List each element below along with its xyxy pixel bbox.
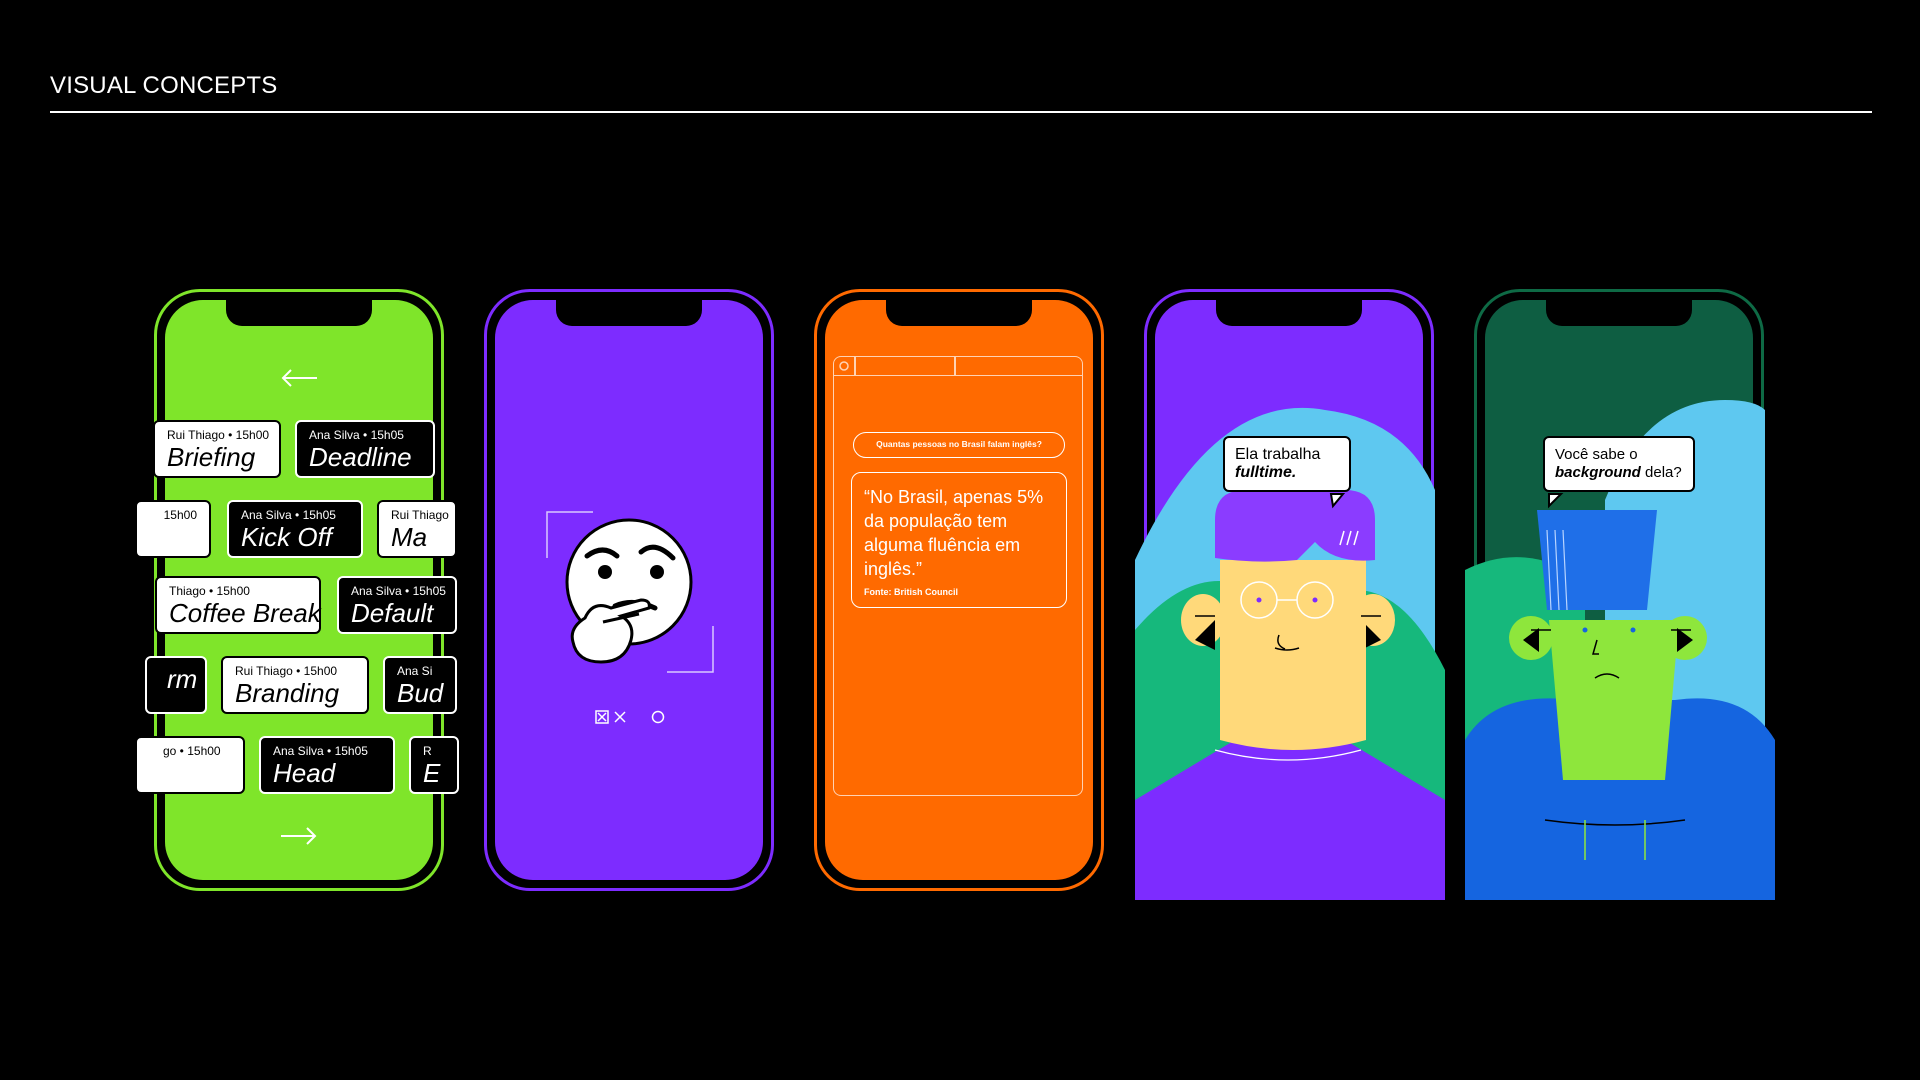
- bubble-emphasis: fulltime.: [1235, 464, 1297, 481]
- checkbox-x-icon[interactable]: [595, 710, 609, 724]
- speech-bubble-tail: [1548, 493, 1564, 509]
- chip-go: go • 15h00: [135, 736, 245, 794]
- phone-notch: [886, 300, 1032, 326]
- phone-notch: [1546, 300, 1692, 326]
- browser-frame: [833, 356, 1083, 796]
- phone-mockup-character-green: Você sabe o background dela?: [1465, 289, 1775, 900]
- bubble-emphasis: background: [1555, 464, 1641, 481]
- chip-partial: 15h00: [135, 500, 211, 558]
- thinking-face-icon: [546, 511, 714, 673]
- circle-icon: [839, 361, 849, 371]
- phone-mockup-thinking: [484, 289, 774, 891]
- page-title: VISUAL CONCEPTS: [50, 72, 278, 99]
- close-icon[interactable]: [613, 710, 627, 724]
- quote-source: Fonte: British Council: [864, 587, 958, 597]
- chip-rm: rm: [145, 656, 207, 714]
- bubble-line: Ela trabalha: [1235, 446, 1321, 463]
- arrow-left-icon[interactable]: [279, 368, 319, 388]
- header-divider: [50, 111, 1872, 113]
- phone-screen: Ela trabalha fulltime.: [1135, 300, 1445, 900]
- phone-notch: [556, 300, 702, 326]
- phone-notch: [1216, 300, 1362, 326]
- phone-screen: Você sabe o background dela?: [1465, 300, 1775, 900]
- circle-icon[interactable]: [651, 710, 665, 724]
- arrow-right-icon[interactable]: [279, 826, 319, 846]
- phone-screen: Quantas pessoas no Brasil falam inglês? …: [825, 300, 1093, 880]
- quote-text: “No Brasil, apenas 5% da população tem a…: [864, 487, 1044, 579]
- phone-mockup-quote: Quantas pessoas no Brasil falam inglês? …: [814, 289, 1104, 891]
- speech-bubble: Você sabe o background dela?: [1543, 436, 1695, 492]
- bubble-line: Você sabe o: [1555, 446, 1638, 463]
- speech-bubble-tail: [1329, 493, 1346, 509]
- phone-screen: [495, 300, 763, 880]
- character-illustration: [1465, 400, 1775, 900]
- quote-card: “No Brasil, apenas 5% da população tem a…: [851, 472, 1067, 608]
- browser-bar: [834, 357, 1082, 376]
- character-illustration: [1135, 407, 1445, 900]
- phone-mockup-character-purple: Ela trabalha fulltime.: [1135, 289, 1445, 900]
- question-pill: Quantas pessoas no Brasil falam inglês?: [853, 432, 1065, 458]
- bubble-line-rest: dela?: [1640, 464, 1682, 481]
- speech-bubble: Ela trabalha fulltime.: [1223, 436, 1351, 492]
- phone-notch: [226, 300, 372, 326]
